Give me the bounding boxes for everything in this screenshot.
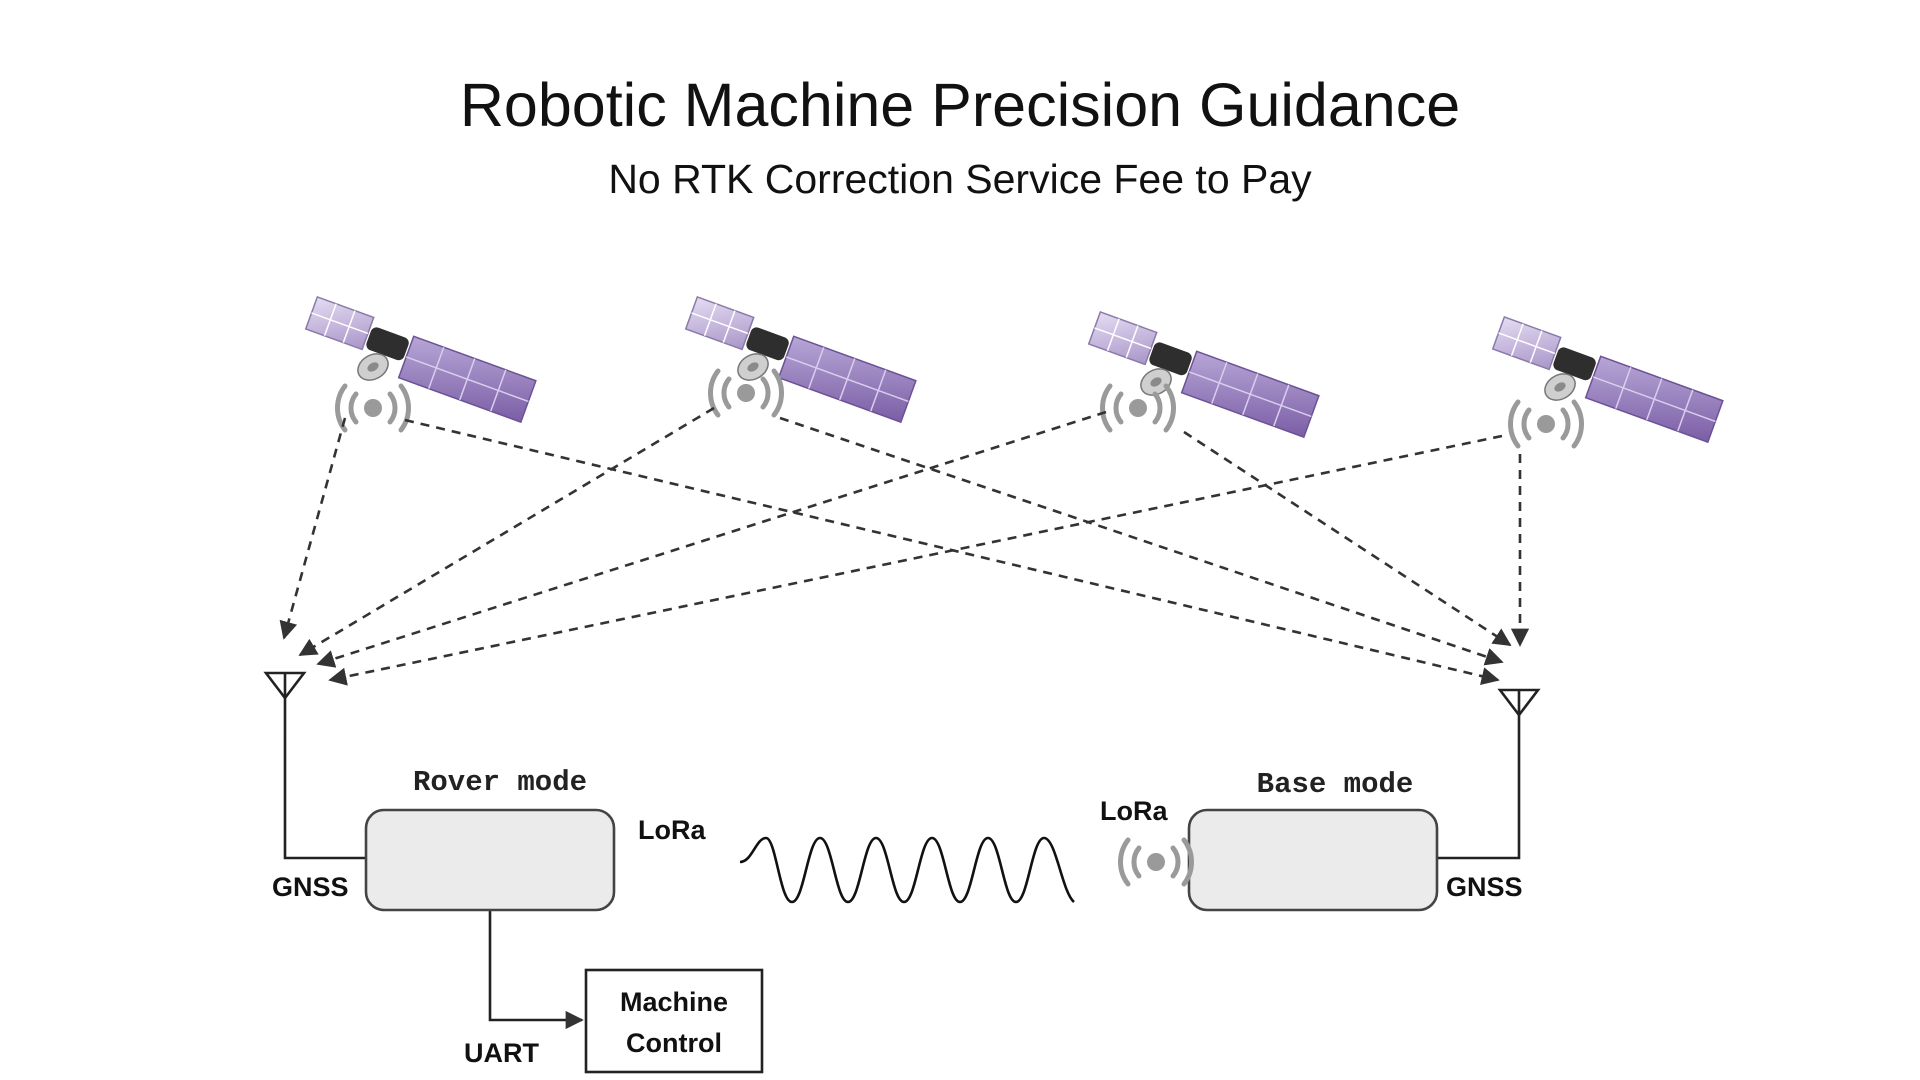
rover-mode-label: Rover mode <box>413 766 587 799</box>
signal-path <box>1183 430 1512 647</box>
signal-path <box>298 406 715 657</box>
signal-path <box>328 434 1503 686</box>
base-mode-label: Base mode <box>1257 768 1414 801</box>
signal-path <box>779 416 1504 666</box>
rover-module <box>364 808 616 912</box>
signal-broadcast-icon <box>337 386 408 430</box>
page-subtitle: No RTK Correction Service Fee to Pay <box>608 156 1312 202</box>
gnss-label-left: GNSS <box>272 872 349 902</box>
lora-label-left: LoRa <box>638 815 706 845</box>
base-gnss-wire <box>1438 752 1521 860</box>
base-module <box>1187 808 1439 912</box>
uart-wire <box>488 908 584 1030</box>
lora-label-right: LoRa <box>1100 796 1168 826</box>
signal-path <box>316 410 1107 668</box>
rover-gnss-wire <box>283 735 366 860</box>
machine-control-box <box>584 968 764 1074</box>
gnss-label-right: GNSS <box>1446 872 1523 902</box>
signal-paths <box>279 406 1530 686</box>
uart-label: UART <box>464 1038 539 1068</box>
machine-control-label-line1: Machine <box>620 987 728 1017</box>
signal-broadcast-icon <box>1120 840 1191 884</box>
wires <box>283 735 1521 1030</box>
antenna-icon <box>1497 688 1541 752</box>
antenna-icon <box>263 671 307 735</box>
page-title: Robotic Machine Precision Guidance <box>459 71 1461 139</box>
signal-path <box>279 417 347 640</box>
machine-control-label-line2: Control <box>626 1028 722 1058</box>
signal-broadcast-icon <box>1510 402 1581 446</box>
radio-wave-icon <box>739 836 1075 904</box>
satellite-icon <box>680 296 918 423</box>
